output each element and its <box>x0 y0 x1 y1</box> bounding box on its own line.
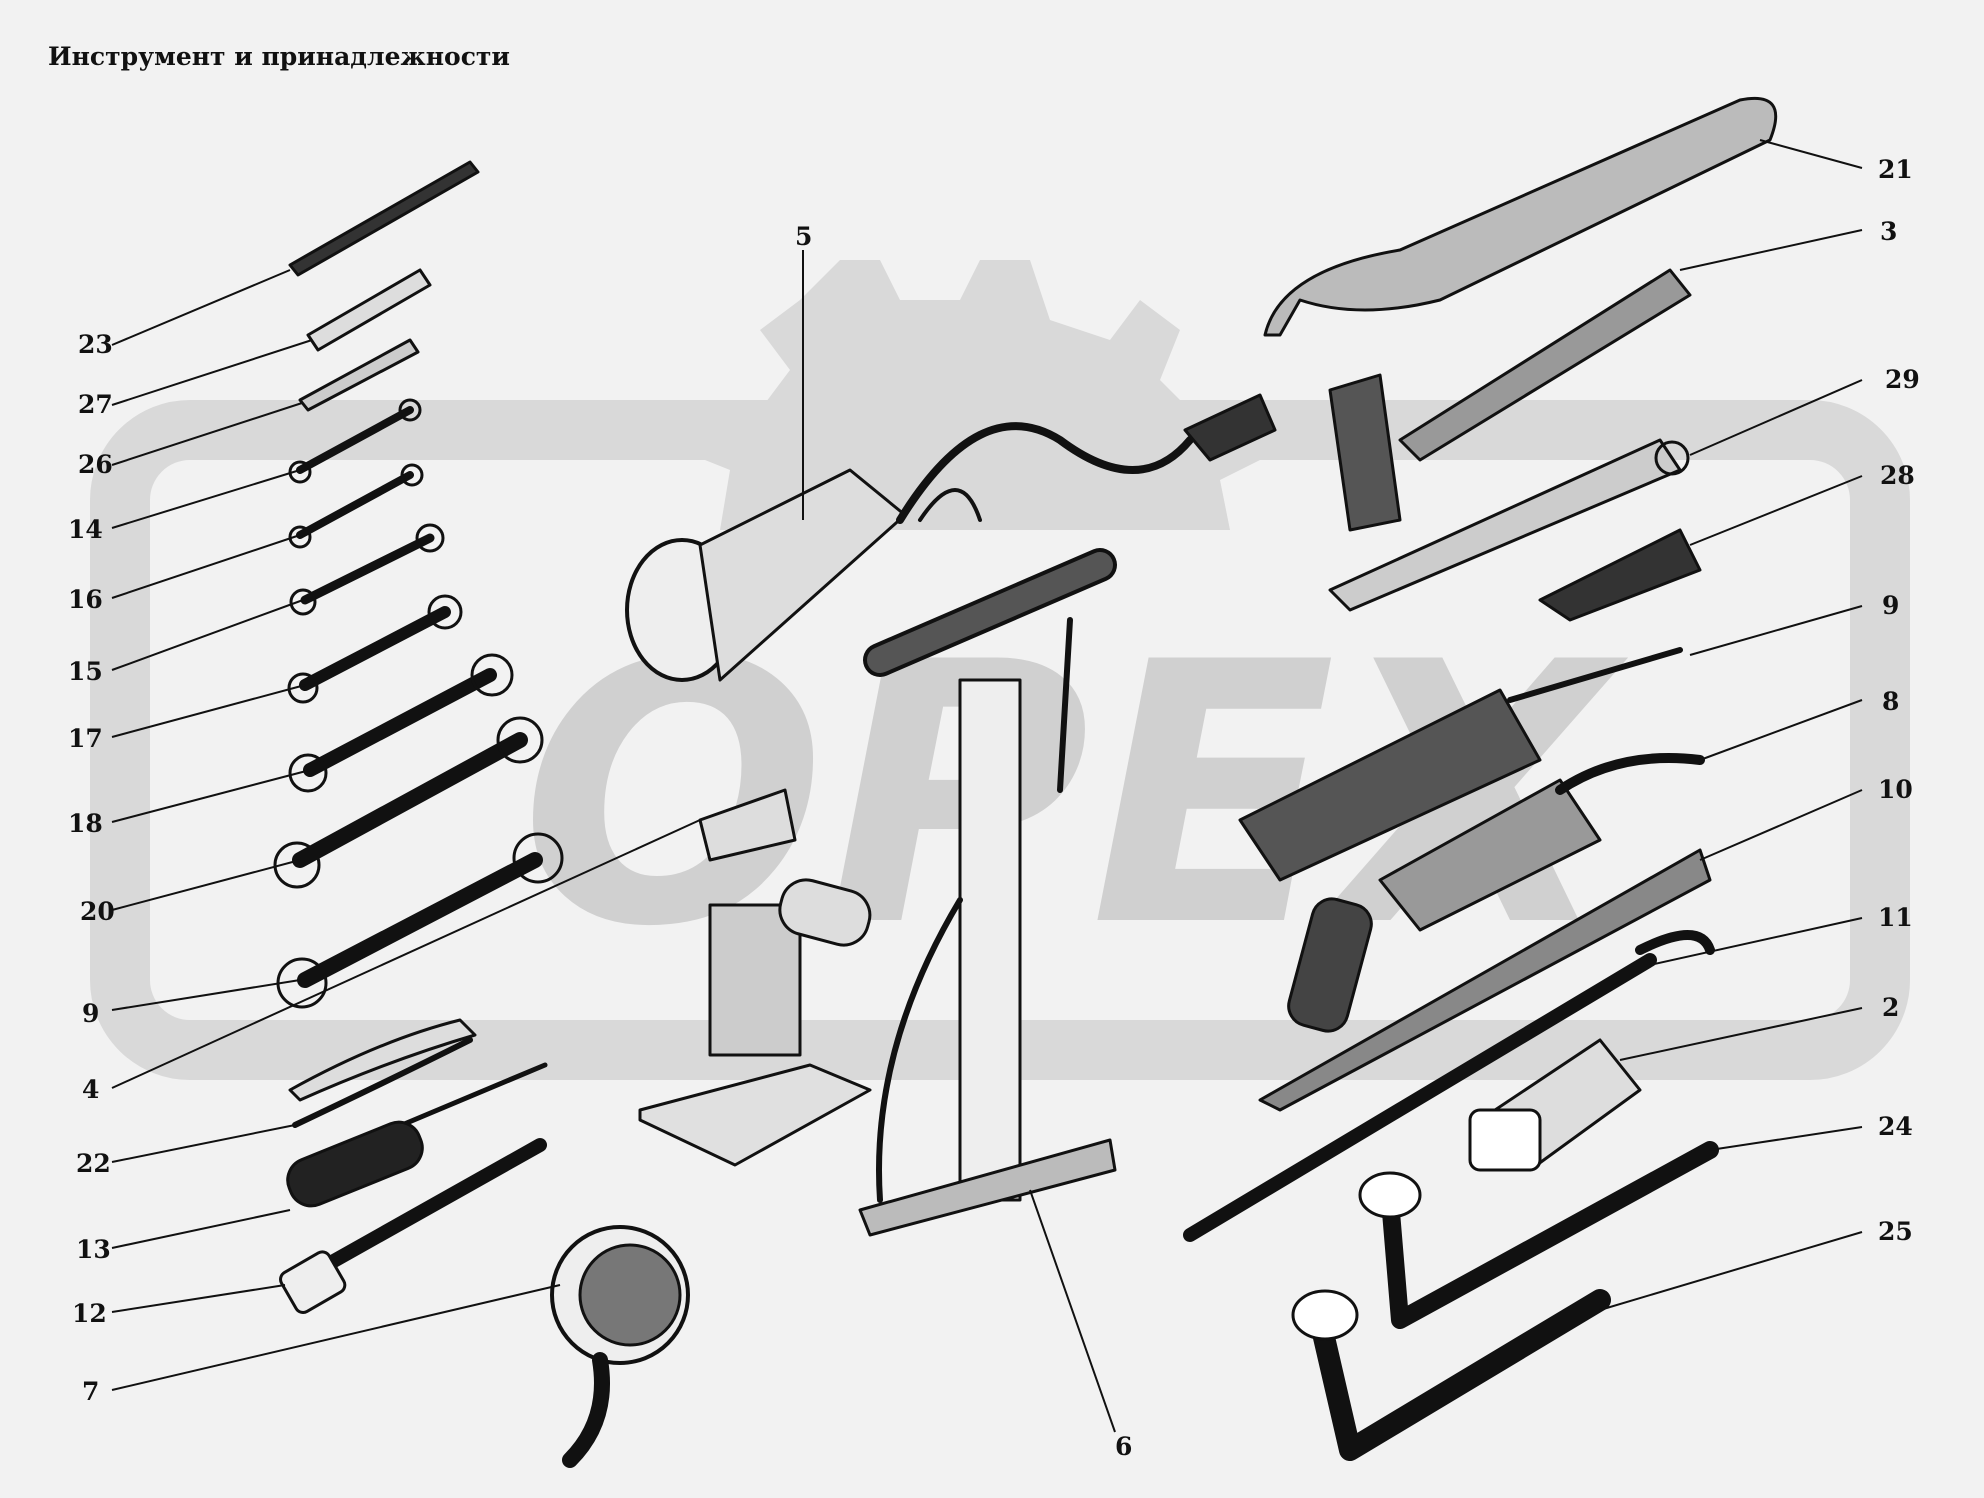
callout-7: 7 <box>82 1377 99 1406</box>
leader-lines <box>111 139 1863 1433</box>
callout-26: 26 <box>78 450 113 479</box>
callout-6: 6 <box>1115 1432 1132 1461</box>
callout-29: 29 <box>1885 365 1920 394</box>
callout-18: 18 <box>68 809 103 838</box>
callout-16: 16 <box>68 585 103 614</box>
callout-20: 20 <box>80 897 115 926</box>
callout-5: 5 <box>795 222 812 251</box>
wrench-set <box>273 398 564 1009</box>
callout-23: 23 <box>78 330 113 359</box>
callout-17: 17 <box>68 724 103 753</box>
callout-22: 22 <box>76 1149 111 1178</box>
callout-11: 11 <box>1878 903 1913 932</box>
callout-24: 24 <box>1878 1112 1913 1141</box>
callout-28: 28 <box>1880 461 1915 490</box>
page-title: Инструмент и принадлежности <box>48 42 510 71</box>
callout-27: 27 <box>78 390 113 419</box>
callout-10: 10 <box>1878 775 1913 804</box>
callout-2: 2 <box>1882 993 1899 1022</box>
callout-14: 14 <box>68 515 103 544</box>
callout-21: 21 <box>1878 155 1913 184</box>
callout-8: 8 <box>1882 687 1899 716</box>
callout-15: 15 <box>68 657 103 686</box>
illustrations <box>273 96 1778 1468</box>
callout-13: 13 <box>76 1235 111 1264</box>
callout-9-right: 9 <box>1882 591 1899 620</box>
callout-25: 25 <box>1878 1217 1913 1246</box>
callout-3: 3 <box>1880 217 1897 246</box>
callout-labels: 23 27 26 14 16 15 17 18 20 9 4 22 13 12 … <box>68 155 1920 1461</box>
callout-9-left: 9 <box>82 999 99 1028</box>
callout-4: 4 <box>82 1075 99 1104</box>
callout-12: 12 <box>72 1299 107 1328</box>
